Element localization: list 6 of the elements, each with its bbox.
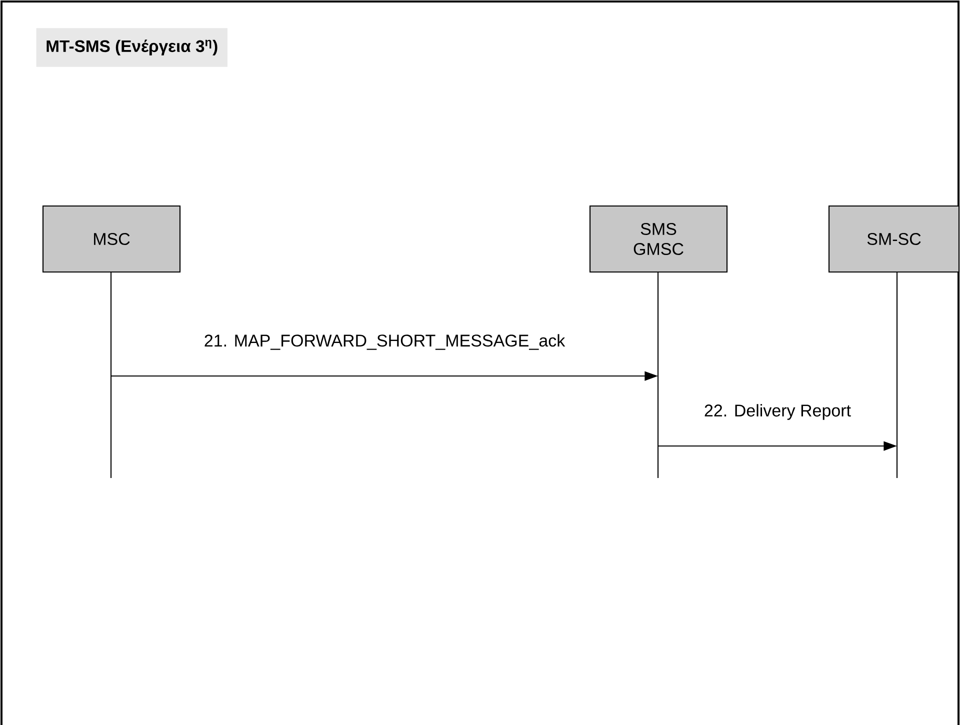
message-label: 22. Delivery Report xyxy=(704,404,851,420)
entity-box: SMS GMSC xyxy=(589,205,728,273)
message-label: 21. MAP_FORWARD_SHORT_MESSAGE_ack xyxy=(204,334,566,350)
entity-box: MSC xyxy=(42,205,181,273)
entity-box: SM-SC xyxy=(828,205,960,273)
title: MT-SMS (Ενέργεια 3$^{η}$) xyxy=(36,28,228,67)
